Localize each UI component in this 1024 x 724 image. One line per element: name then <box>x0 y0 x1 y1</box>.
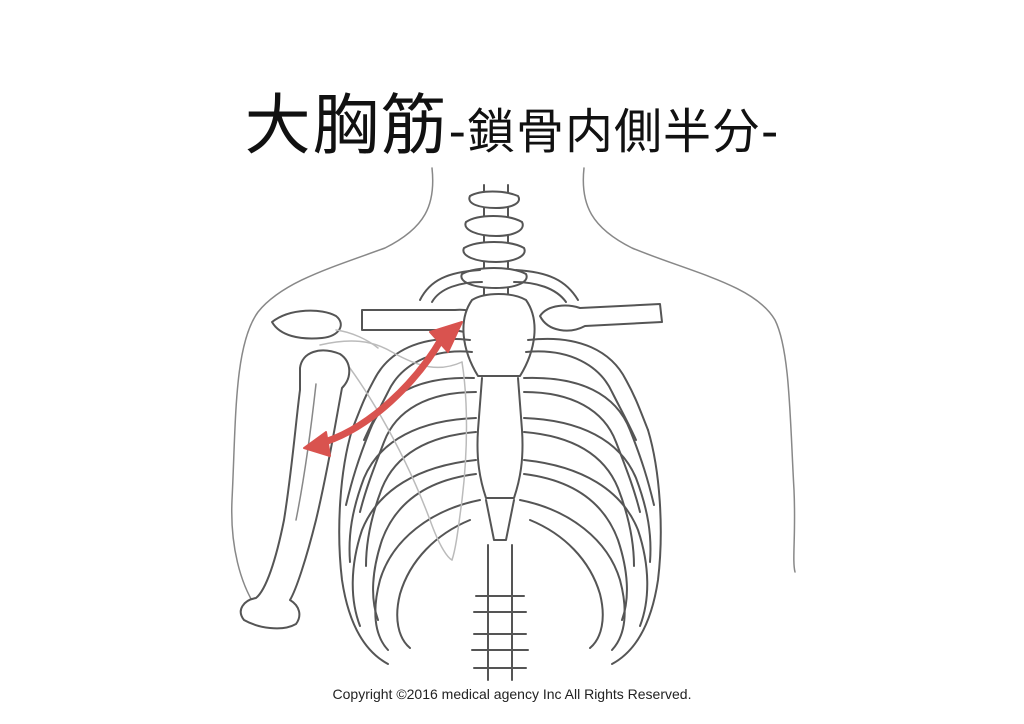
humerus <box>239 349 351 630</box>
sternum <box>462 293 536 541</box>
cervical-spine <box>460 184 528 301</box>
muscle-arrow <box>303 321 463 457</box>
copyright-text: Copyright ©2016 medical agency Inc All R… <box>332 686 692 702</box>
rib-cage-left <box>338 337 481 665</box>
title-subtitle: -鎖骨内側半分- <box>448 104 780 160</box>
body-outline <box>230 167 796 611</box>
acromion <box>271 309 379 349</box>
title-main: 大胸筋 <box>244 87 449 164</box>
rib-cage-right <box>519 337 662 665</box>
lower-spine <box>471 544 529 681</box>
scapula-outline <box>319 340 468 561</box>
upper-rib-arch <box>419 269 579 303</box>
page-title: 大胸筋-鎖骨内側半分- <box>0 72 1024 168</box>
